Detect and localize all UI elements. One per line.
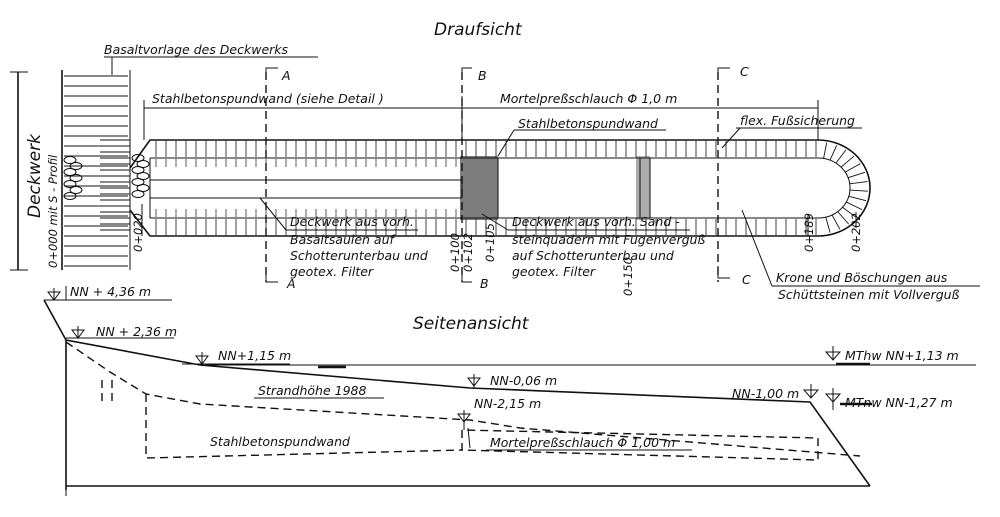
section-c-top: C [740, 64, 749, 79]
station-0102: 0+102 [461, 233, 475, 272]
level-nn-100-label: NN-1,00 m [732, 386, 799, 401]
deckwerk-sandstone-line1: Deckwerk aus vorh. Sand - [512, 214, 680, 229]
mortar-tube-side-label: Mortelpreßschlauch Φ 1,00 m [490, 435, 675, 450]
sheetpile-mid-leader [497, 129, 515, 157]
rock-shape [63, 156, 77, 164]
hatch-line [837, 211, 850, 225]
mortar-tube-plan-label: Mortelpreßschlauch Φ 1,0 m [500, 91, 677, 106]
section-b-top: B [478, 68, 487, 83]
deckwerk-label: Deckwerk [25, 133, 45, 218]
toe-protection-leader [721, 127, 741, 149]
crown-line1: Krone und Böschungen aus [776, 270, 948, 285]
level-mthw [824, 346, 842, 361]
beach-line-1988 [65, 341, 861, 457]
section-c-bottom: C [742, 272, 751, 287]
rock-shape [69, 186, 83, 194]
level-nn-436-label: NN + 4,36 m [70, 284, 151, 299]
sheetpile-side-outline [101, 380, 463, 459]
rock-shape [131, 190, 145, 198]
hatch-line [831, 214, 841, 230]
crown-leader [741, 209, 773, 287]
level-nn-436 [44, 288, 172, 301]
hatch-line [823, 142, 828, 159]
level-nn-236-label: NN + 2,36 m [96, 324, 177, 339]
station-0020: 0+020 [131, 213, 145, 252]
rock-shape [69, 174, 83, 182]
rock-shape [63, 192, 77, 200]
level-nn-006-label: NN-0,06 m [490, 373, 557, 388]
mortar-tube-side [461, 427, 819, 461]
hatch-line [847, 171, 866, 179]
beach-label: Strandhöhe 1988 [258, 383, 367, 398]
sheetpile-side-label: Stahlbetonspundwand [210, 434, 350, 449]
hatch-line [848, 195, 867, 202]
sheetpile-mid-label: Stahlbetonspundwand [518, 116, 658, 131]
hatch-line [825, 216, 831, 233]
side-view-title: Seitenansicht [413, 314, 530, 334]
deckwerk-sandstone-leader [481, 213, 509, 231]
station-0150: 0+150 [621, 257, 635, 296]
section-line-a [265, 67, 278, 283]
section-line-c [717, 67, 730, 282]
toe-protection-label: flex. Fußsicherung [740, 113, 855, 128]
deckwerk-basalt-line2: Basaltsaulen auf [290, 232, 396, 247]
level-mtnw-label: MTnw NN-1,27 m [845, 395, 953, 410]
deckwerk-sandstone-line2: steinquadern mit Fugenverguß [512, 232, 705, 247]
section-b-bottom: B [480, 276, 489, 291]
deckwerk-basalt-line3: Schotterunterbau und [290, 248, 428, 263]
level-nn-115 [182, 352, 290, 365]
rock-shape [69, 162, 83, 170]
level-mthw-label: MThw NN+1,13 m [845, 348, 959, 363]
hatch-line [840, 155, 855, 168]
deckwerk-dimension [10, 71, 28, 271]
station-0202: 0+202 [849, 213, 863, 252]
station-0000-profile: 0+000 mit S - Profil [46, 154, 60, 268]
hatch-line [842, 206, 857, 218]
level-nn-006 [467, 374, 481, 388]
level-nn-215 [457, 410, 471, 430]
plan-view-title: Draufsicht [434, 20, 523, 40]
deckwerk-sandstone-line3: auf Schotterunterbau und [512, 248, 674, 263]
station-0100: 0+100 [448, 233, 462, 272]
basalt-revetment-hatching [61, 70, 131, 270]
hatch-line [849, 189, 868, 192]
crown-line2: Schüttsteinen mit Vollverguß [778, 287, 960, 302]
deckwerk-basalt-line1: Deckwerk aus vorh. [290, 214, 414, 229]
station-0189: 0+189 [802, 213, 816, 252]
rock-shape [63, 168, 77, 176]
level-mtnw [824, 388, 842, 410]
section-line-b [461, 67, 472, 283]
groyne-plan-outline [63, 139, 871, 237]
hatch-line [829, 145, 838, 161]
level-nn-236 [66, 326, 174, 339]
hatch-line [844, 163, 861, 173]
hatch-line [835, 149, 847, 164]
hatch-line [849, 181, 868, 185]
level-nn-100 [802, 384, 820, 399]
deckwerk-basalt-line4: geotex. Filter [290, 264, 374, 279]
section-a-top: A [281, 68, 291, 83]
deckwerk-sandstone-line4: geotex. Filter [512, 264, 596, 279]
groyne-crest-profile [43, 286, 871, 496]
station-0105: 0+105 [483, 223, 497, 262]
deckwerk-basalt-leader [259, 197, 287, 231]
section-a-bottom: A [286, 276, 296, 291]
level-nn-115-label: NN+1,15 m [218, 348, 291, 363]
rock-shape [63, 180, 77, 188]
level-nn-215-label: NN-2,15 m [474, 396, 541, 411]
hatch-line [846, 201, 863, 211]
basalt-label: Basaltvorlage des Deckwerks [104, 42, 289, 57]
sheetpile-detail-label: Stahlbetonspundwand (siehe Detail ) [152, 91, 384, 106]
